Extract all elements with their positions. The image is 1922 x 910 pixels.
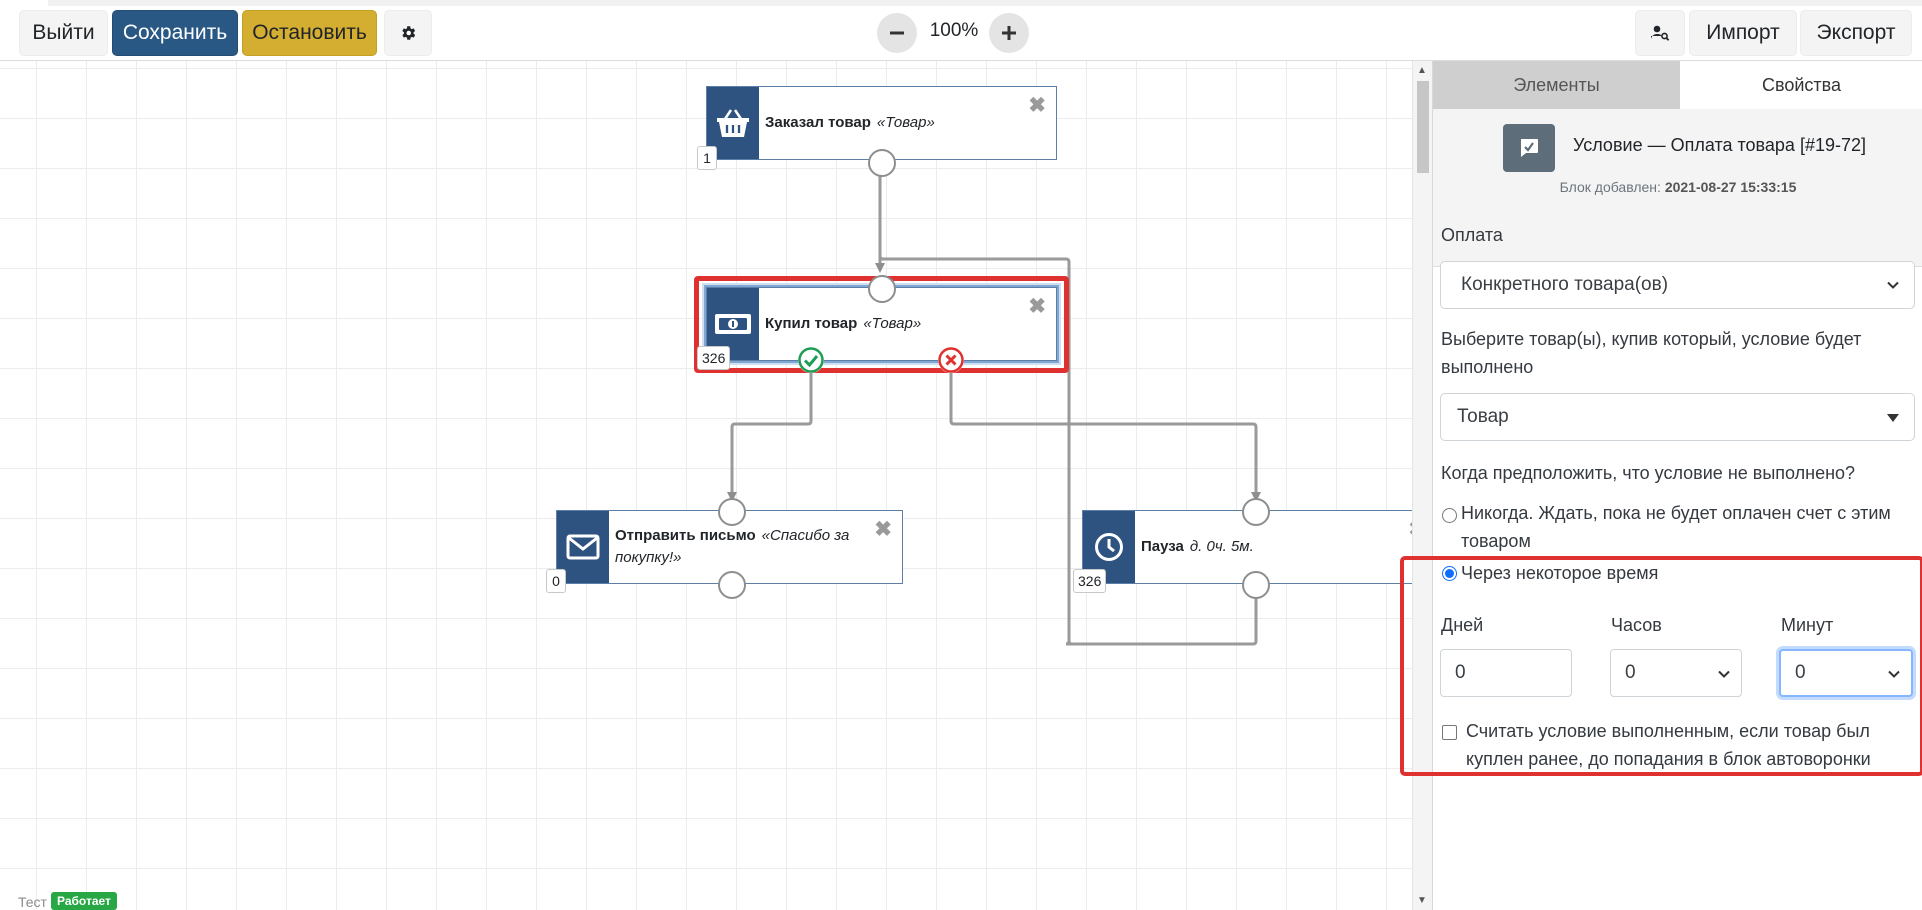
node-title: Заказал товар [765, 114, 871, 131]
settings-button[interactable] [384, 10, 432, 56]
node-subtitle: «Товар» [876, 114, 935, 131]
block-added-label: Блок добавлен: [1559, 179, 1661, 195]
block-added-value: 2021-08-27 15:33:15 [1664, 179, 1797, 195]
block-added-info: Блок добавлен: 2021-08-27 15:33:15 [1433, 179, 1922, 195]
stop-button[interactable]: Остановить [242, 10, 377, 56]
plus-icon [1002, 26, 1016, 40]
condition-icon [1521, 139, 1538, 157]
cross-circle-icon [938, 347, 964, 373]
radio-after-time-label: Через некоторое время [1461, 563, 1659, 583]
node-label: Купил товар «Товар» [765, 288, 1026, 360]
basket-icon [717, 109, 749, 137]
output-port[interactable] [718, 571, 746, 599]
payment-label: Оплата [1441, 225, 1503, 245]
clock-icon [1095, 533, 1123, 561]
scroll-down-icon[interactable]: ▼ [1417, 895, 1427, 906]
connector-no [949, 360, 1261, 502]
top-strip [48, 0, 1922, 6]
hours-value: 0 [1625, 662, 1636, 683]
when-label: Когда предположить, что условие не выпол… [1441, 463, 1856, 483]
status-badge: Работает [51, 892, 117, 910]
tab-properties[interactable]: Свойства [1680, 61, 1922, 109]
node-close-icon[interactable]: ✖ [1028, 295, 1046, 318]
input-port[interactable] [718, 498, 746, 526]
connector-order-to-buy [878, 176, 1075, 646]
connectors [727, 176, 1261, 646]
block-title: Условие — Оплата товара [#19-72] [1573, 135, 1866, 155]
chevron-down-icon [1887, 281, 1899, 289]
output-port[interactable] [868, 149, 896, 177]
node-close-icon[interactable]: ✖ [874, 518, 892, 541]
node-count: 0 [546, 569, 566, 593]
input-port[interactable] [1242, 498, 1270, 526]
days-value: 0 [1455, 662, 1466, 683]
user-search-icon [1651, 25, 1670, 41]
time-options-highlight [1400, 556, 1922, 776]
product-label: Выберите товар(ы), купив который, услови… [1441, 329, 1862, 377]
node-subtitle: «Товар» [863, 315, 922, 332]
minus-icon [890, 31, 904, 35]
block-icon [1503, 124, 1555, 172]
radio-after-time[interactable] [1442, 566, 1457, 581]
payment-select[interactable]: Конкретного товара(ов) [1440, 261, 1915, 309]
node-title: Купил товар [765, 315, 858, 332]
product-select[interactable]: Товар [1440, 393, 1915, 441]
caret-down-icon [1887, 414, 1899, 422]
node-label: Отправить письмо«Спасибо за покупку!» [615, 511, 872, 583]
minutes-select[interactable]: 0 [1779, 649, 1913, 697]
radio-never-label: Никогда. Ждать, пока не будет оплачен сч… [1461, 503, 1891, 551]
hours-label: Часов [1611, 615, 1662, 635]
radio-never[interactable] [1442, 508, 1457, 523]
scroll-thumb[interactable] [1417, 81, 1429, 173]
node-close-icon[interactable]: ✖ [1028, 94, 1046, 117]
node-subtitle: д. 0ч. 5м. [1189, 538, 1254, 555]
import-button[interactable]: Импорт [1689, 10, 1797, 56]
product-select-value: Товар [1457, 406, 1509, 427]
chevron-down-icon [1718, 670, 1730, 678]
money-icon [715, 314, 751, 334]
save-button[interactable]: Сохранить [112, 10, 238, 56]
tab-elements[interactable]: Элементы [1433, 61, 1680, 109]
gear-icon [402, 26, 416, 40]
bought-earlier-label: Считать условие выполненным, если товар … [1466, 721, 1871, 769]
output-port[interactable] [1242, 571, 1270, 599]
zoom-out-button[interactable] [877, 13, 917, 53]
node-label: Заказал товар «Товар» [765, 87, 1026, 159]
export-button[interactable]: Экспорт [1800, 10, 1912, 56]
canvas-scrollbar[interactable]: ▲ ▼ [1412, 61, 1432, 910]
exit-button[interactable]: Выйти [19, 10, 108, 56]
hours-select[interactable]: 0 [1610, 649, 1742, 697]
zoom-level: 100% [929, 20, 979, 41]
toolbar: Выйти Сохранить Остановить 100% Импорт Э… [0, 0, 1922, 61]
no-port[interactable] [938, 347, 964, 373]
node-count: 326 [697, 346, 731, 370]
zoom-in-button[interactable] [989, 13, 1029, 53]
status-label: Тест [18, 894, 47, 910]
node-count: 1 [697, 146, 717, 170]
yes-port[interactable] [798, 347, 824, 373]
node-label: Пауза д. 0ч. 5м. [1141, 511, 1392, 583]
days-input[interactable]: 0 [1440, 649, 1572, 697]
check-circle-icon [798, 347, 824, 373]
minutes-value: 0 [1795, 662, 1806, 683]
envelope-icon [566, 534, 600, 560]
node-title: Пауза [1141, 538, 1184, 555]
node-title: Отправить письмо [615, 527, 756, 544]
minutes-label: Минут [1781, 615, 1834, 635]
properties-panel: Элементы Свойства Условие — Оплата товар… [1432, 61, 1922, 910]
payment-select-value: Конкретного товара(ов) [1461, 274, 1669, 295]
user-search-button[interactable] [1635, 10, 1685, 56]
node-count: 326 [1073, 569, 1107, 593]
flow-canvas[interactable]: Заказал товар «Товар» ✖ 1 Купил товар «Т… [0, 61, 1412, 910]
chevron-down-icon [1888, 670, 1900, 678]
node-close-icon[interactable]: ✖ [1408, 519, 1412, 540]
input-port[interactable] [868, 275, 896, 303]
days-label: Дней [1441, 615, 1484, 635]
bought-earlier-checkbox[interactable] [1442, 725, 1457, 740]
node-label-inner: Отправить письмо«Спасибо за покупку!» [615, 525, 872, 569]
connector-pause-loop [1067, 585, 1258, 646]
node-subtitle: «Спасибо за покупку!» [615, 527, 850, 566]
scroll-up-icon[interactable]: ▲ [1417, 65, 1427, 76]
connector-yes [727, 360, 813, 502]
